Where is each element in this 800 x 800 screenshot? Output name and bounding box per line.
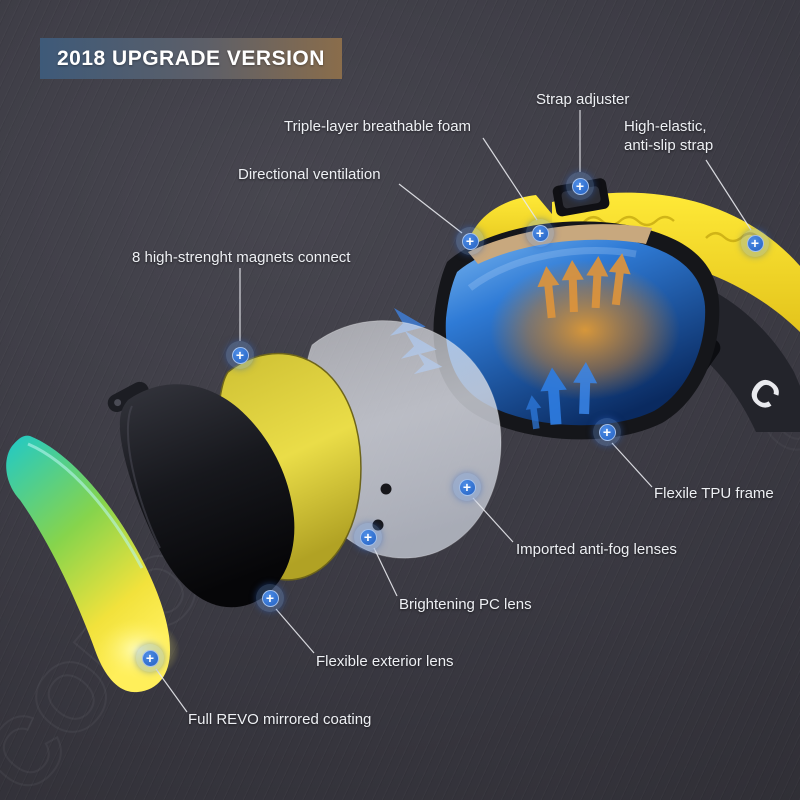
marker-breathable-foam: +	[526, 219, 554, 247]
marker-pc-lens: +	[354, 523, 382, 551]
plus-icon: +	[359, 528, 377, 546]
marker-exterior-lens: +	[256, 584, 284, 612]
magnet-prong	[107, 381, 149, 413]
lens-revo-mirrored	[6, 435, 180, 693]
lens-frame-black	[107, 381, 295, 608]
strap-buckle	[552, 178, 610, 217]
label-magnets-connect: 8 high-strenght magnets connect	[132, 249, 351, 266]
lens-highlight	[467, 247, 637, 291]
marker-magnets-connect: +	[226, 341, 254, 369]
marker-tpu-frame: +	[593, 418, 621, 446]
plus-icon: +	[261, 589, 279, 607]
plus-icon: +	[746, 234, 764, 252]
plus-icon: +	[141, 649, 159, 667]
foam-strip	[468, 224, 652, 264]
plus-icon: +	[458, 478, 476, 496]
plus-icon: +	[571, 177, 589, 195]
marker-anti-fog-lenses: +	[453, 473, 481, 501]
label-revo-coating: Full REVO mirrored coating	[188, 711, 372, 728]
lens-amber-glow	[490, 260, 680, 400]
label-tpu-frame: Flexile TPU frame	[654, 485, 774, 502]
label-pc-lens: Brightening PC lens	[399, 596, 532, 613]
vent-arrows-blue-up	[525, 362, 598, 430]
marker-anti-slip-strap: +	[741, 229, 769, 257]
magnet-dot	[380, 483, 392, 495]
plus-icon: +	[598, 423, 616, 441]
label-anti-slip-strap: High-elastic, anti-slip strap	[624, 118, 714, 155]
label-directional-ventilation: Directional ventilation	[238, 166, 381, 183]
label-exterior-lens: Flexible exterior lens	[316, 653, 454, 670]
magnet-dot	[372, 519, 384, 531]
plus-icon: +	[231, 346, 249, 364]
goggles-assembled: C	[390, 178, 800, 440]
marker-directional-ventilation: +	[456, 227, 484, 255]
vent-arrows-orange	[537, 253, 631, 319]
label-strap-adjuster: Strap adjuster	[536, 91, 630, 108]
plus-icon: +	[461, 232, 479, 250]
label-anti-fog-lenses: Imported anti-fog lenses	[516, 541, 677, 558]
label-breathable-foam: Triple-layer breathable foam	[284, 118, 472, 135]
marker-revo-coating: +	[136, 644, 164, 672]
marker-strap-adjuster: +	[566, 172, 594, 200]
upgrade-version-banner: 2018 UPGRADE VERSION	[40, 38, 342, 79]
plus-icon: +	[531, 224, 549, 242]
callout-lines	[155, 110, 752, 713]
